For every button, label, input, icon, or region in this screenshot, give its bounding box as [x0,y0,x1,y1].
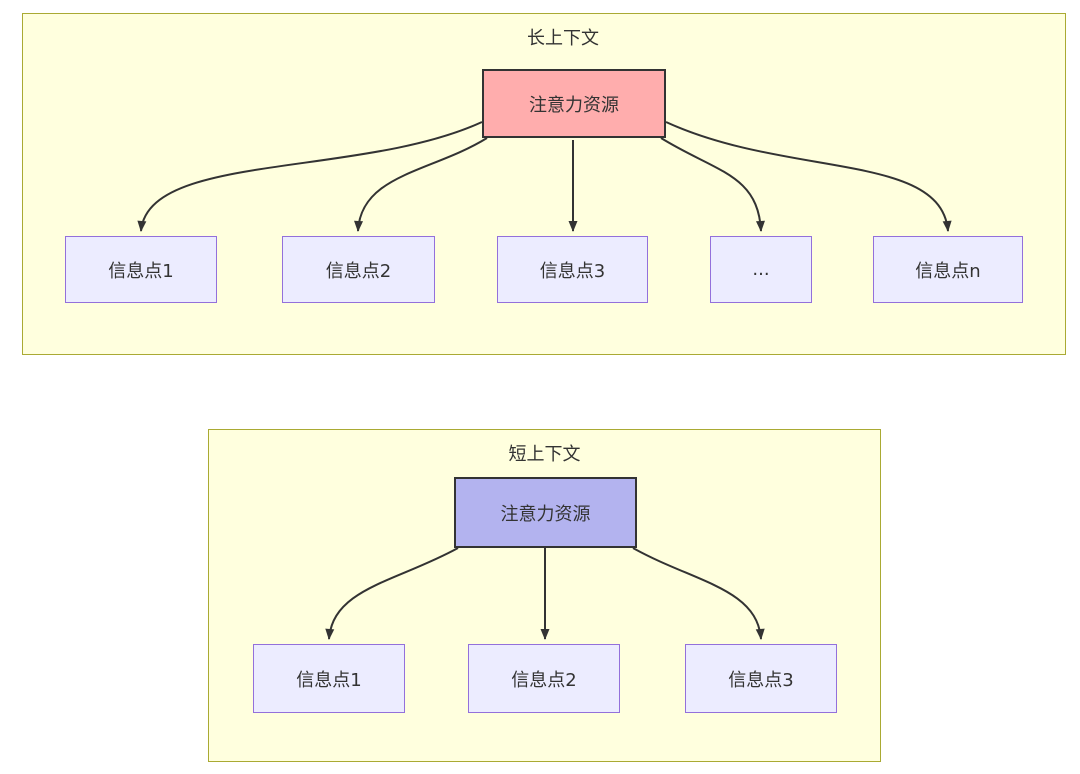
short-info-node-3: 信息点3 [685,644,837,713]
long-context-title: 长上下文 [527,28,599,49]
long-attention-resource-node: 注意力资源 [482,69,666,138]
short-info-node-2: 信息点2 [468,644,620,713]
long-info-node-3: 信息点3 [497,236,648,303]
short-context-title: 短上下文 [508,444,581,465]
long-info-node-ellipsis: ... [710,236,812,303]
long-info-node-n: 信息点n [873,236,1023,303]
long-info-node-2: 信息点2 [282,236,435,303]
short-info-node-1: 信息点1 [253,644,405,713]
long-info-node-1: 信息点1 [65,236,217,303]
short-attention-resource-node: 注意力资源 [454,477,637,548]
long-context-container: 长上下文 [22,13,1066,355]
